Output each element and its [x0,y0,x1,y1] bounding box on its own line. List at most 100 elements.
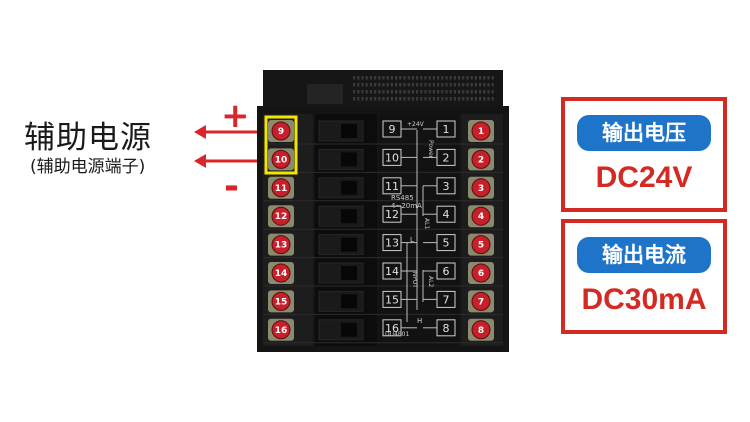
vent-hole [428,90,431,94]
vent-hole [424,83,427,87]
vent-hole [491,76,494,80]
diagram-number-label: 7 [443,293,450,306]
vent-hole [470,90,473,94]
terminal-label: 7 [478,297,484,307]
vent-hole [441,83,444,87]
terminal-label: 3 [478,184,484,194]
vent-hole [390,90,393,94]
vent-hole [386,83,389,87]
vent-hole [437,76,440,80]
vent-hole [407,76,410,80]
aux-power-title: 辅助电源 [24,120,152,156]
terminal-label: 2 [478,155,484,165]
label-al2: AL2 [427,276,434,287]
vent-hole [470,83,473,87]
diagram-number-label: 3 [443,180,450,193]
vent-hole [491,97,494,101]
vent-hole [416,97,419,101]
vent-hole [403,76,406,80]
vent-hole [353,97,356,101]
vent-hole [403,83,406,87]
vent-hole [416,76,419,80]
label-4-20ma: 4~20mA [391,202,422,210]
vent-hole [390,76,393,80]
diagram-number-label: 8 [443,322,450,335]
vent-hole [353,83,356,87]
vent-hole [378,90,381,94]
vent-hole [441,90,444,94]
vent-hole [453,97,456,101]
vent-hole [353,76,356,80]
vent-hole [483,76,486,80]
label-input: INPUT [411,270,418,288]
vent-hole [361,90,364,94]
vent-hole [411,90,414,94]
diagram-number-label: 13 [385,237,399,250]
diagram-number-label: 4 [443,208,450,221]
vent-hole [374,76,377,80]
vent-hole [399,83,402,87]
module-window [341,322,357,337]
vent-hole [378,83,381,87]
module-window [341,266,357,280]
vent-hole [483,83,486,87]
aux-terminal-highlight [264,115,298,175]
vent-hole [487,83,490,87]
vent-hole [449,97,452,101]
vent-hole [479,90,482,94]
diagram-number-label: 11 [385,180,399,193]
vent-hole [474,83,477,87]
vent-hole [428,83,431,87]
vent-hole [458,90,461,94]
terminal-8: 8 [468,318,494,341]
vent-hole [466,83,469,87]
terminal-16: 16 [268,318,294,341]
output-current-value: DC30mA [581,283,707,316]
label-power: Power [427,140,434,159]
terminal-label: 11 [275,184,288,194]
vent-hole [487,76,490,80]
vent-hole [445,97,448,101]
plus-sign: + [221,96,250,136]
module-window [341,294,357,309]
vent-hole [395,76,398,80]
vent-hole [458,83,461,87]
module-window [341,180,357,195]
diagram-number-13: 13 [382,234,402,252]
module-window [341,152,357,167]
vent-hole [357,90,360,94]
diagram-number-label: 14 [385,265,399,278]
vent-hole [411,97,414,101]
vent-hole [474,97,477,101]
vent-hole [365,90,368,94]
diagram-number-label: 12 [385,208,399,221]
terminal-12: 12 [268,205,294,228]
terminal-label: 10 [275,155,288,165]
terminal-2: 2 [468,148,494,171]
diagram-number-label: 9 [389,123,396,136]
terminal-label: 12 [275,212,288,222]
vent-hole [483,90,486,94]
vent-hole [449,83,452,87]
vent-hole [424,76,427,80]
vent-hole [382,83,385,87]
vent-hole [487,90,490,94]
vent-hole [432,83,435,87]
diagram-number-label: 5 [443,237,450,250]
vent-hole [462,97,465,101]
vent-hole [357,76,360,80]
vent-hole [428,97,431,101]
vent-hole [466,90,469,94]
terminal-7: 7 [468,290,494,313]
vent-hole [407,90,410,94]
vent-hole [386,90,389,94]
label-al1: AL1 [423,218,430,229]
vent-hole [365,76,368,80]
label-l: L [410,236,414,244]
vent-hole [483,97,486,101]
vent-hole [374,83,377,87]
vent-hole [466,97,469,101]
output-voltage-box: 输出电压 DC24V [561,97,727,212]
model-label: DU4E01 [385,331,409,338]
